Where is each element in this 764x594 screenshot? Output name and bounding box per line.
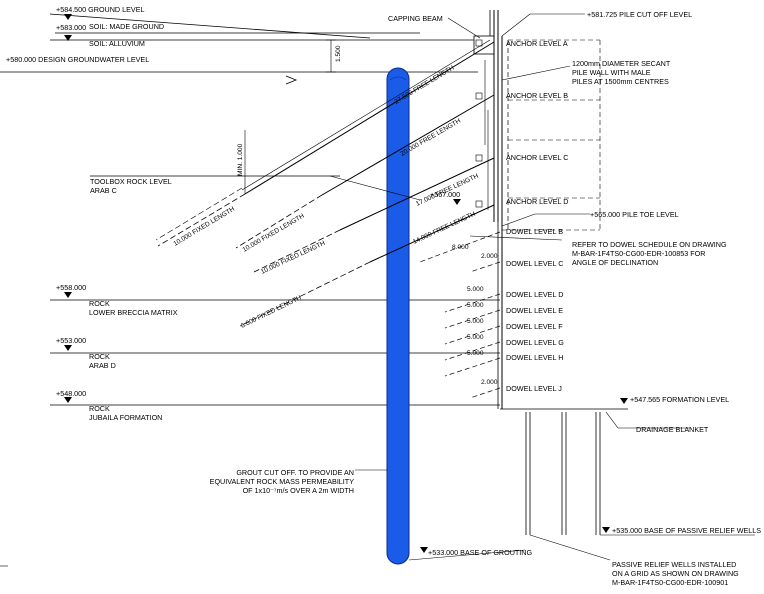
lower-breccia-label: LOWER BRECCIA MATRIX bbox=[89, 308, 178, 317]
rock-dowels bbox=[419, 231, 501, 399]
level-triangle-icon bbox=[64, 35, 72, 41]
capping-beam-label: CAPPING BEAM bbox=[388, 14, 443, 23]
level-lines bbox=[0, 13, 628, 410]
ground-level-label: +584.500 GROUND LEVEL bbox=[56, 5, 145, 14]
dowel-level-d-label: DOWEL LEVEL D bbox=[506, 290, 563, 299]
dowel-level-f-label: DOWEL LEVEL F bbox=[506, 322, 563, 331]
anchor-length-labels: 27.500 FREE LENGTH 10.000 FIXED LENGTH 2… bbox=[172, 64, 479, 329]
dowel-c-length: 2.000 bbox=[481, 253, 498, 260]
wall-description-line-1: 1200mm DIAMETER SECANT bbox=[572, 59, 671, 68]
grout-cutoff-line-1: GROUT CUT OFF. TO PROVIDE AN bbox=[236, 468, 354, 477]
relief-wells-note-line-3: M-BAR-1F4TS0-CG00-EDR-100901 bbox=[612, 578, 728, 587]
level-triangle-icon bbox=[453, 199, 461, 205]
anchor-level-a-label: ANCHOR LEVEL A bbox=[506, 39, 568, 48]
refer-dowel-line-2: M-BAR-1F4TS0-CG00-EDR-100853 FOR bbox=[572, 249, 705, 258]
ground-anchors bbox=[155, 39, 495, 327]
soil-made-ground-label: SOIL: MADE GROUND bbox=[89, 22, 164, 31]
rock-label: ROCK bbox=[89, 404, 110, 413]
level-583-label: +583.000 bbox=[56, 23, 86, 32]
dowel-b-length: 8.000 bbox=[452, 244, 469, 251]
secant-pile-wall bbox=[473, 10, 601, 409]
level-triangle-icon bbox=[602, 527, 610, 533]
level-triangle-icon bbox=[620, 398, 628, 404]
wall-description-line-3: PILES AT 1500mm CENTRES bbox=[572, 77, 669, 86]
anchor-b-fixed-length: 10.000 FIXED LENGTH bbox=[242, 213, 306, 254]
dowel-level-c-label: DOWEL LEVEL C bbox=[506, 259, 563, 268]
dowel-d-length: 5.000 bbox=[467, 286, 484, 293]
level-triangle-icon bbox=[64, 14, 72, 20]
relief-wells-note-line-2: ON A GRID AS SHOWN ON DRAWING bbox=[612, 569, 739, 578]
relief-wells-note-line-1: PASSIVE RELIEF WELLS INSTALLED bbox=[612, 560, 736, 569]
soil-alluvium-label: SOIL: ALLUVIUM bbox=[89, 39, 145, 48]
dowel-f-length: 5.000 bbox=[467, 318, 484, 325]
grout-cutoff-line-2: EQUIVALENT ROCK MASS PERMEABILITY bbox=[210, 477, 355, 486]
anchor-level-labels: ANCHOR LEVEL A ANCHOR LEVEL B ANCHOR LEV… bbox=[506, 39, 568, 206]
pile-cutoff-label: +581.725 PILE CUT OFF LEVEL bbox=[587, 10, 692, 19]
level-548-label: +548.000 bbox=[56, 389, 86, 398]
anchor-level-d-label: ANCHOR LEVEL D bbox=[506, 197, 568, 206]
rock-label: ROCK bbox=[89, 299, 110, 308]
groundwater-level-label: +580.000 DESIGN GROUNDWATER LEVEL bbox=[6, 55, 149, 64]
level-triangle-icon bbox=[64, 345, 72, 351]
rock-label: ROCK bbox=[89, 352, 110, 361]
level-triangle-icon bbox=[64, 397, 72, 403]
dimension-1500-label: 1.500 bbox=[335, 45, 342, 62]
grout-curtain bbox=[386, 67, 410, 565]
grouting-base-label: +533.000 BASE OF GROUTING bbox=[428, 548, 532, 557]
relief-wells bbox=[525, 412, 601, 535]
arab-c-label: ARAB C bbox=[90, 186, 117, 195]
anchor-c-fixed-length: 10.000 FIXED LENGTH bbox=[260, 240, 327, 276]
level-553-label: +553.000 bbox=[56, 336, 86, 345]
level-558-label: +558.000 bbox=[56, 283, 86, 292]
dowel-level-b-label: DOWEL LEVEL B bbox=[506, 227, 563, 236]
grout-cutoff-line-3: OF 1x10⁻⁷m/s OVER A 2m WIDTH bbox=[243, 486, 354, 495]
dowel-level-j-label: DOWEL LEVEL J bbox=[506, 384, 562, 393]
capping-beam bbox=[473, 35, 495, 55]
dowel-g-length: 5.000 bbox=[467, 334, 484, 341]
formation-level-label: +547.565 FORMATION LEVEL bbox=[630, 395, 729, 404]
dowel-level-g-label: DOWEL LEVEL G bbox=[506, 338, 564, 347]
jubaila-formation-label: JUBAILA FORMATION bbox=[89, 413, 162, 422]
relief-wells-base-label: +535.000 BASE OF PASSIVE RELIEF WELLS bbox=[612, 526, 761, 535]
anchor-d-free-length: 14.000 FREE LENGTH bbox=[412, 211, 477, 246]
anchor-a-fixed-length: 10.000 FIXED LENGTH bbox=[172, 206, 236, 248]
groundwater-symbol-icon bbox=[285, 75, 298, 85]
dowel-level-e-label: DOWEL LEVEL E bbox=[506, 306, 563, 315]
level-567-label: +567.000 bbox=[430, 190, 460, 199]
min-dimension-label: MIN. 1.000 bbox=[237, 143, 244, 176]
dowel-labels: DOWEL LEVEL B DOWEL LEVEL C DOWEL LEVEL … bbox=[452, 227, 564, 393]
toolbox-rock-label: TOOLBOX ROCK LEVEL bbox=[90, 177, 172, 186]
level-triangle-icon bbox=[64, 292, 72, 298]
anchor-level-c-label: ANCHOR LEVEL C bbox=[506, 153, 568, 162]
refer-dowel-line-3: ANGLE OF DECLINATION bbox=[572, 258, 658, 267]
dowel-level-h-label: DOWEL LEVEL H bbox=[506, 353, 563, 362]
anchor-level-b-label: ANCHOR LEVEL B bbox=[506, 91, 568, 100]
arab-d-label: ARAB D bbox=[89, 361, 116, 370]
dowel-h-length: 5.000 bbox=[467, 350, 484, 357]
refer-dowel-line-1: REFER TO DOWEL SCHEDULE ON DRAWING bbox=[572, 240, 727, 249]
level-triangle-icon bbox=[420, 547, 428, 553]
annotation-labels: CAPPING BEAM +581.725 PILE CUT OFF LEVEL… bbox=[210, 10, 762, 587]
leaders bbox=[0, 13, 755, 567]
dowel-j-length: 2.000 bbox=[481, 379, 498, 386]
level-marker-icons bbox=[64, 14, 628, 553]
level-labels: +584.500 GROUND LEVEL +583.000 SOIL: MAD… bbox=[6, 5, 178, 422]
wall-description-line-2: PILE WALL WITH MALE bbox=[572, 68, 651, 77]
pile-toe-label: +565.000 PILE TOE LEVEL bbox=[590, 210, 679, 219]
drainage-blanket-label: DRAINAGE BLANKET bbox=[636, 425, 709, 434]
dowel-e-length: 5.000 bbox=[467, 302, 484, 309]
